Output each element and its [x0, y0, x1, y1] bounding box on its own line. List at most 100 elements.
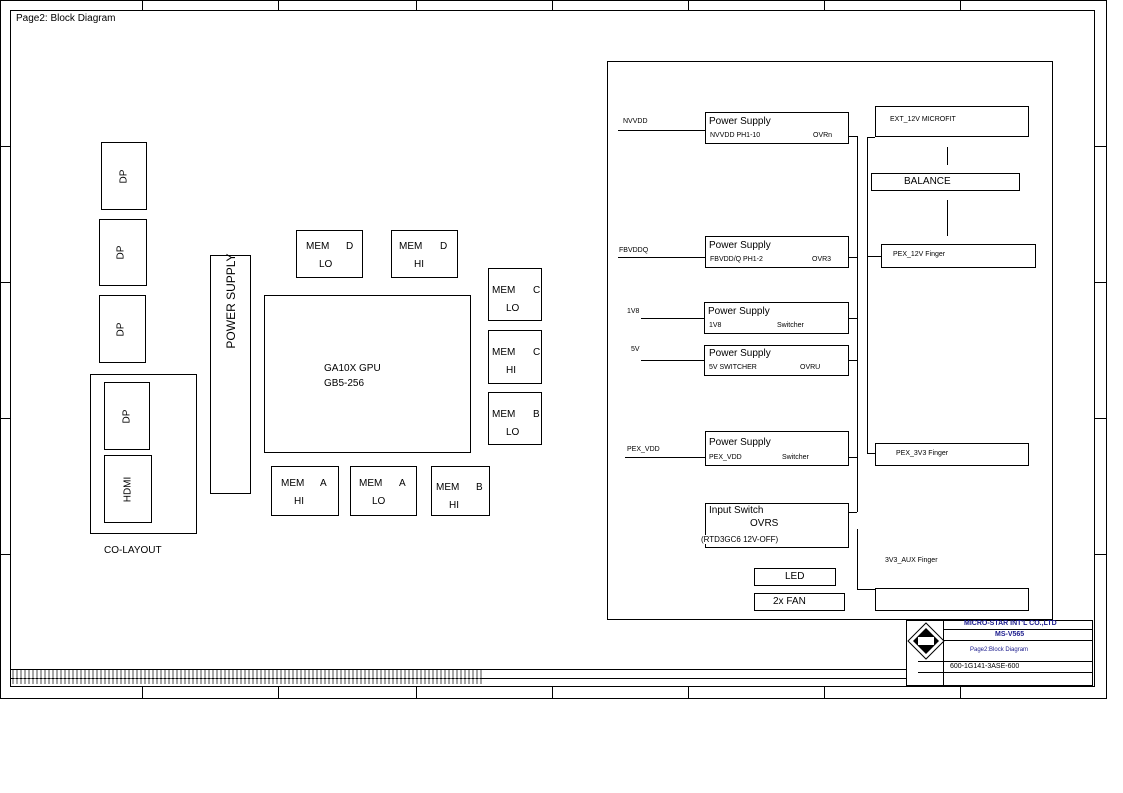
model-name: MS-V565 [995, 631, 1025, 638]
pex-power-supply: Power Supply PEX_VDD Switcher [705, 431, 849, 466]
supply-sub: 5V SWITCHER [709, 364, 757, 371]
aux-3v3-finger [875, 588, 1029, 611]
mem-d-hi: MEM D HI [391, 230, 458, 278]
dp-connector-3: DP [99, 295, 146, 363]
balance-to-pex12v [947, 200, 948, 236]
dp-label-3: DP [115, 322, 127, 337]
mem-a-lo: MEM A LO [350, 466, 417, 516]
supply-controller: OVRU [800, 364, 821, 371]
bus-to-v5v [849, 360, 857, 361]
bus-to-pex3v3 [867, 453, 875, 454]
v5v-rail-label: 5V [631, 346, 640, 353]
ext-12v-label: EXT_12V MICROFIT [890, 116, 956, 123]
frame-tick [824, 687, 825, 699]
company-name: MICRO-STAR INT'L CO.,LTD [964, 620, 1057, 627]
mem-b-hi: MEM B HI [431, 466, 490, 516]
supply-title: Power Supply [709, 437, 771, 448]
pex-12v-label: PEX_12V Finger [893, 251, 946, 258]
doc-title: Page2:Block Diagram [970, 647, 1029, 653]
mem-rank: HI [449, 500, 459, 511]
nvvdd-power-supply: Power Supply NVVDD PH1-10 OVRn [705, 112, 849, 144]
frame-tick [416, 687, 417, 699]
nvvdd-rail-line [618, 130, 705, 131]
mem-channel: A [399, 478, 406, 489]
mem-rank: LO [319, 259, 333, 270]
bus-to-fbvddq [849, 257, 857, 258]
bus-to-pex [849, 457, 857, 458]
frame-tick [1095, 146, 1107, 147]
supply-controller: Switcher [782, 454, 809, 461]
frame-tick [824, 0, 825, 10]
mem-rank: LO [506, 303, 520, 314]
mem-channel: D [346, 241, 354, 252]
input-switch-title: Input Switch [709, 505, 764, 516]
v1v8-power-supply: Power Supply 1V8 Switcher [704, 302, 849, 334]
title-divider [943, 629, 1093, 630]
mem-c-hi: MEM C HI [488, 330, 542, 384]
title-block [906, 620, 1093, 686]
mem-b-lo: MEM B LO [488, 392, 542, 445]
hdmi-label: HDMI [122, 476, 134, 503]
frame-tick [0, 282, 10, 283]
pex-rail-label: PEX_VDD [627, 446, 660, 453]
bus-to-input-switch [849, 512, 857, 513]
supply-title: Power Supply [709, 116, 771, 127]
co-layout-label: CO-LAYOUT [104, 545, 162, 556]
inner-frame [10, 10, 1095, 687]
dp-label-2: DP [115, 245, 127, 260]
mem-label: MEM [359, 478, 383, 489]
frame-tick [278, 0, 279, 10]
supply-title: Power Supply [709, 348, 771, 359]
mem-rank: LO [506, 427, 520, 438]
bus-to-nvvdd [849, 136, 857, 137]
frame-tick [1095, 282, 1107, 283]
frame-tick [688, 687, 689, 699]
v1v8-rail-label: 1V8 [627, 308, 640, 315]
msi-logo [907, 622, 945, 660]
hdmi-connector: HDMI [104, 455, 152, 523]
dp-connector-4: DP [104, 382, 150, 450]
frame-tick [960, 687, 961, 699]
msi-logo-icon [907, 622, 945, 660]
power-supply-block: POWER SUPPLY [210, 253, 251, 494]
title-divider [943, 640, 1093, 641]
aux-bracket [857, 529, 858, 589]
gpu-block: GA10X GPU GB5-256 [264, 295, 471, 453]
mem-label: MEM [436, 482, 460, 493]
supply-controller: Switcher [777, 322, 804, 329]
aux-3v3-label: 3V3_AUX Finger [885, 557, 938, 564]
gpu-memory-label: GB5-256 [324, 378, 365, 389]
frame-tick [416, 0, 417, 10]
mem-channel: C [533, 285, 541, 296]
frame-tick [0, 418, 10, 419]
frame-tick [278, 687, 279, 699]
dp-connector-2: DP [99, 219, 147, 286]
frame-tick [1095, 554, 1107, 555]
ext-12v-connector: EXT_12V MICROFIT [875, 106, 1029, 137]
title-divider [918, 661, 1093, 662]
mem-channel: B [476, 482, 483, 493]
power-section [607, 61, 1053, 620]
input-switch-note: (RTD3GC6 12V-OFF) [701, 535, 779, 544]
ext-to-balance [947, 147, 948, 165]
fan-block: 2x FAN [754, 593, 845, 611]
v5v-rail-line [641, 360, 704, 361]
dp-label-4: DP [121, 409, 133, 424]
power-bus [857, 136, 858, 512]
footer-rule [10, 669, 906, 670]
frame-tick [1095, 418, 1107, 419]
supply-title: Power Supply [708, 306, 770, 317]
mem-rank: HI [294, 496, 304, 507]
mem-label: MEM [492, 285, 516, 296]
mem-rank: HI [506, 365, 516, 376]
mem-label: MEM [306, 241, 330, 252]
pex-3v3-label: PEX_3V3 Finger [896, 450, 949, 457]
part-number: 600-1G141-3ASE-600 [950, 663, 1020, 670]
mem-channel: C [533, 347, 541, 358]
title-divider [943, 620, 944, 686]
title-divider [918, 672, 1093, 673]
page-title: Page2: Block Diagram [16, 13, 116, 24]
supply-sub: FBVDD/Q PH1-2 [710, 256, 763, 263]
mem-rank: HI [414, 259, 424, 270]
balance-block: BALANCE [871, 173, 1020, 191]
